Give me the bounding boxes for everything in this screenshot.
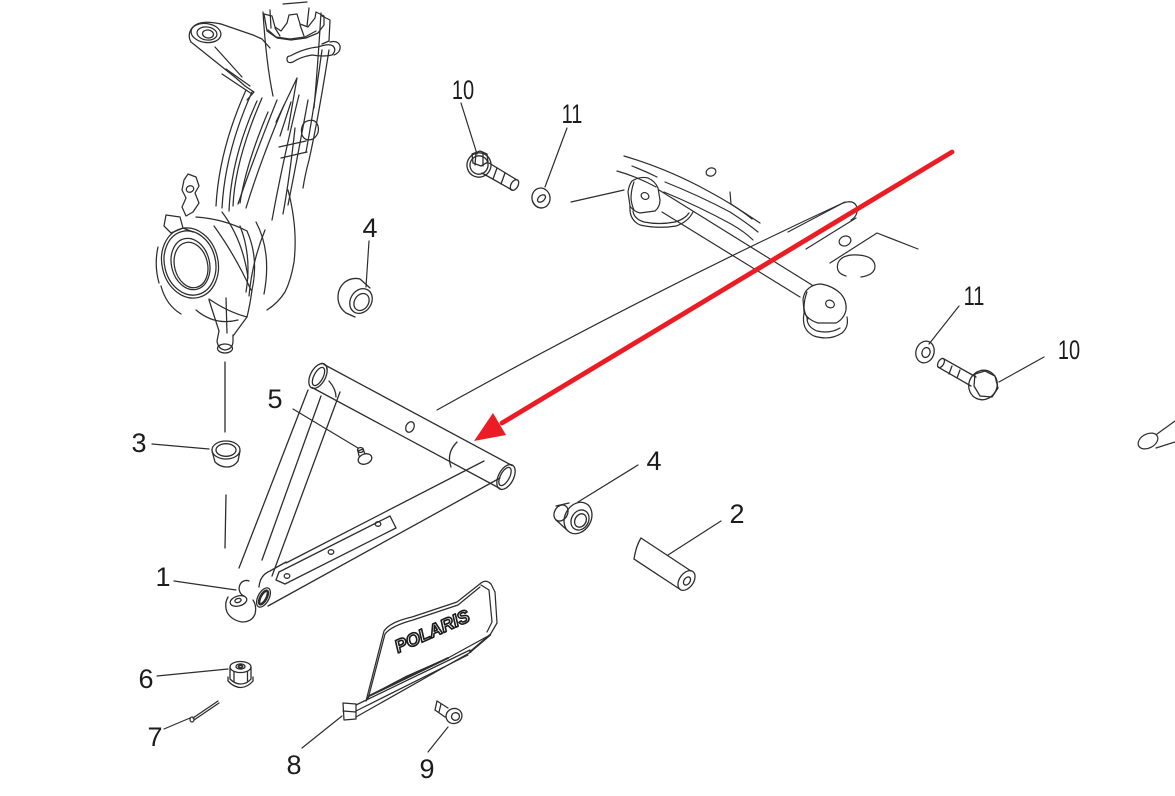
svg-text:10: 10 xyxy=(1058,335,1080,366)
svg-text:11: 11 xyxy=(964,281,985,312)
svg-text:4: 4 xyxy=(362,213,377,243)
svg-text:9: 9 xyxy=(419,754,434,784)
svg-text:2: 2 xyxy=(729,499,744,529)
svg-text:6: 6 xyxy=(138,664,153,694)
svg-text:11: 11 xyxy=(562,99,583,130)
svg-text:7: 7 xyxy=(147,722,162,752)
svg-text:4: 4 xyxy=(646,446,661,476)
svg-text:10: 10 xyxy=(452,75,474,106)
svg-text:1: 1 xyxy=(155,562,170,592)
svg-text:8: 8 xyxy=(286,750,301,780)
svg-text:3: 3 xyxy=(131,428,146,458)
svg-text:5: 5 xyxy=(267,384,282,414)
